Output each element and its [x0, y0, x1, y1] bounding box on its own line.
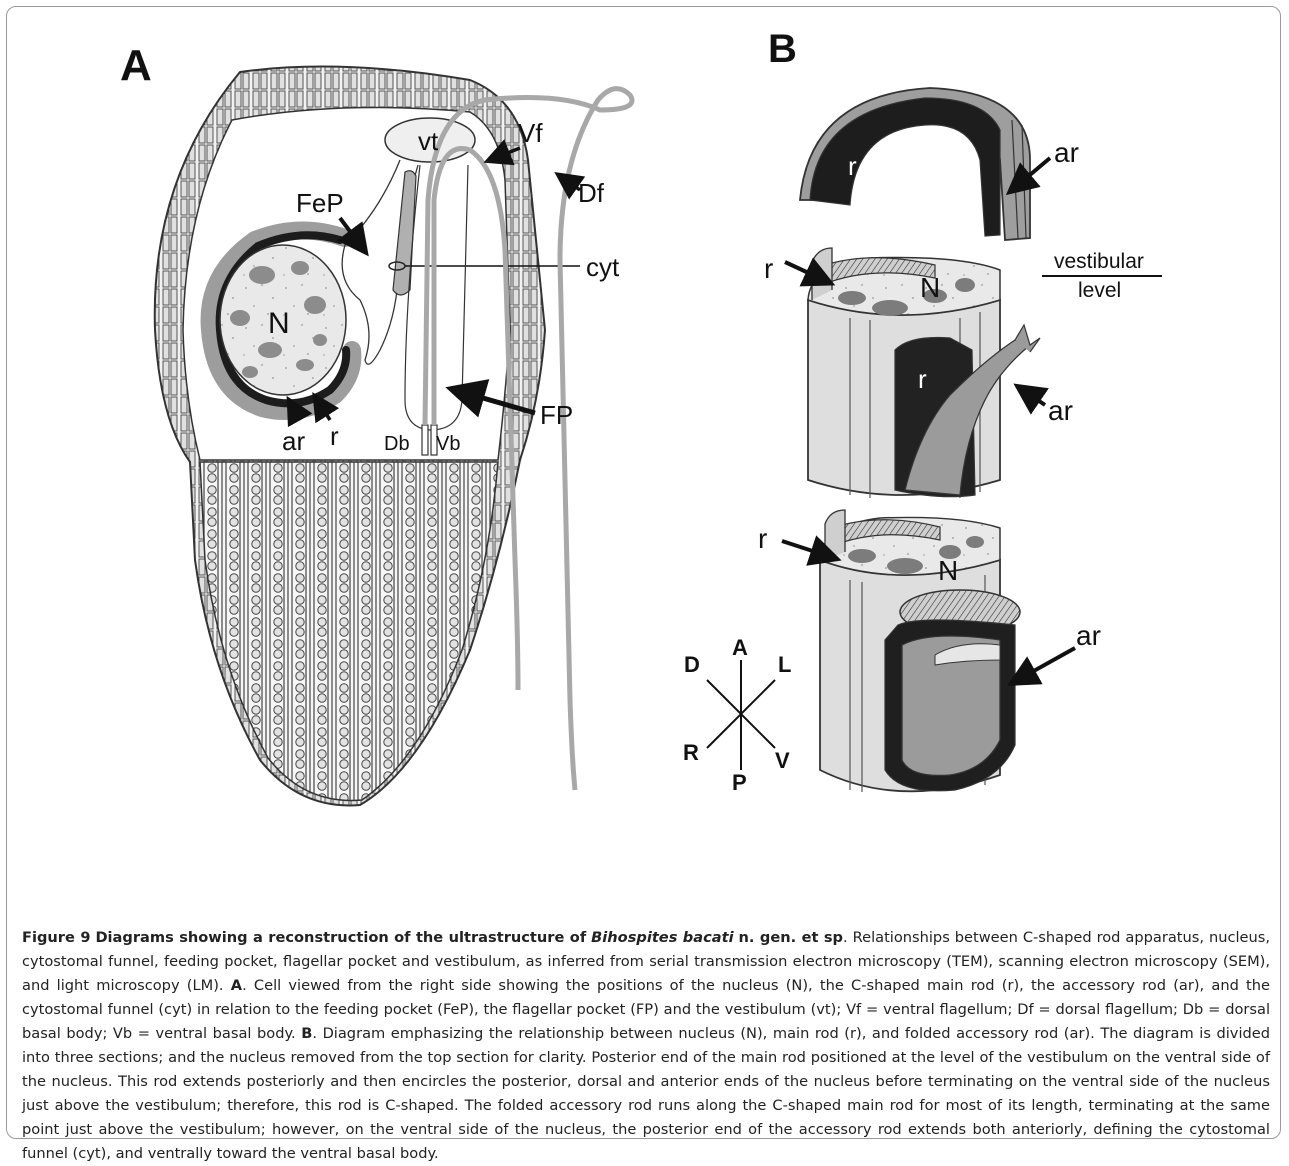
caption-panel-a: A — [231, 977, 242, 994]
posterior-beaded-region — [200, 462, 498, 800]
panel-label-b: B — [768, 27, 797, 71]
caption-title-post: n. gen. et sp — [739, 929, 843, 946]
axis-l: L — [778, 652, 791, 677]
label-n-bot: N — [938, 555, 958, 586]
axis-p: P — [732, 770, 747, 795]
label-vb: Vb — [436, 433, 460, 455]
label-n-mid: N — [920, 272, 940, 303]
axis-v: V — [775, 748, 790, 773]
label-vestibular: vestibular — [1054, 250, 1144, 273]
axis-a: A — [732, 635, 748, 660]
arrow-ar-bot — [1014, 648, 1075, 682]
arrow-ar-mid — [1020, 388, 1045, 405]
caption-species: Bihospites bacati — [591, 929, 733, 946]
label-r-bot: r — [758, 523, 767, 554]
caption-figure-label: Figure 9 — [22, 929, 90, 946]
label-r-top: r — [848, 151, 857, 181]
label-fep: FeP — [296, 188, 344, 218]
label-ar: ar — [282, 426, 305, 456]
caption-panel-b: B — [301, 1025, 312, 1042]
figure-caption: Figure 9 Diagrams showing a reconstructi… — [22, 926, 1270, 1166]
axis-d: D — [684, 652, 700, 677]
dorsal-basal-body — [422, 425, 428, 455]
label-n: N — [268, 307, 290, 340]
caption-title-pre: Diagrams showing a reconstruction of the… — [95, 929, 586, 946]
axis-r: R — [683, 740, 699, 765]
label-df: Df — [578, 178, 605, 208]
caption-text-b: . Diagram emphasizing the relationship b… — [22, 1025, 1270, 1162]
panel-a-drawing: A vt Vf Df FeP cyt N ar r Db Vb FP — [120, 41, 632, 805]
label-vf: Vf — [518, 118, 543, 148]
panel-b-drawing: B r ar vestibular level r N r ar — [683, 27, 1162, 795]
label-ar-mid: ar — [1048, 395, 1073, 426]
label-level: level — [1078, 279, 1121, 302]
label-vt: vt — [418, 126, 439, 156]
label-cyt: cyt — [586, 252, 620, 282]
label-ar-bot: ar — [1076, 620, 1101, 651]
panel-label-a: A — [120, 41, 152, 90]
label-r-mid-left: r — [764, 253, 773, 284]
bottom-accessory-rod-fold — [825, 510, 845, 560]
figure-illustration: A vt Vf Df FeP cyt N ar r Db Vb FP B r a… — [0, 0, 1289, 920]
orientation-axes — [707, 660, 775, 770]
label-db: Db — [384, 433, 410, 455]
label-r: r — [330, 421, 339, 451]
label-ar-top: ar — [1054, 137, 1079, 168]
label-r-mid: r — [918, 364, 927, 394]
label-fp: FP — [540, 400, 573, 430]
